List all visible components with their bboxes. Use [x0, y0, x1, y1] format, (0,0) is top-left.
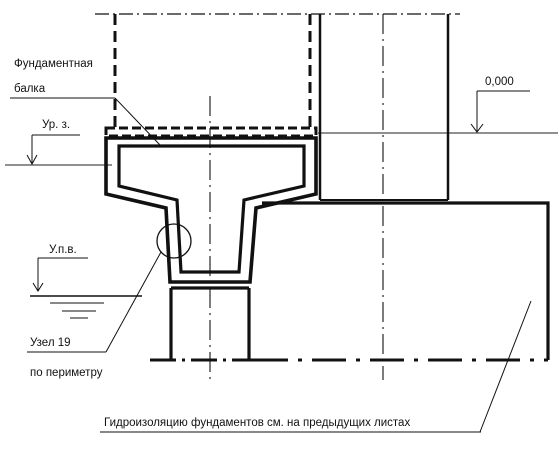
node-19-marker-circle: [156, 223, 192, 259]
ground-level-label: Ур. з.: [42, 119, 70, 131]
beam-inner-outline: [117, 144, 306, 274]
beam-outer-outline: [104, 136, 318, 284]
wall-right: [318, 14, 450, 201]
groundwater-level-label: У.п.в.: [49, 244, 77, 256]
foundation-beam-label-line1: Фундаментная: [14, 58, 93, 70]
node-19-label-line1: Узел 19: [30, 337, 71, 349]
zero-mark-label: 0,000: [485, 76, 514, 88]
groundwater-level-marker: [30, 257, 142, 319]
node-19-label-line2: по периметру: [30, 367, 103, 379]
foundation-beam-label-line2: балка: [14, 83, 46, 95]
column-above-dashed-outline: [113, 14, 312, 128]
beam-label-leader: [114, 97, 161, 146]
ground-level-marker: [26, 134, 80, 166]
foundation-block-right: [254, 201, 550, 362]
node-19-leader: [105, 251, 162, 353]
foundation-beam: [104, 136, 318, 284]
waterproofing-leader: [479, 300, 532, 433]
waterproofing-note: Гидроизоляцию фундаментов см. на предыду…: [104, 417, 410, 429]
zero-mark-marker: [470, 90, 530, 133]
beam-top-dashed-outline: [104, 126, 318, 138]
